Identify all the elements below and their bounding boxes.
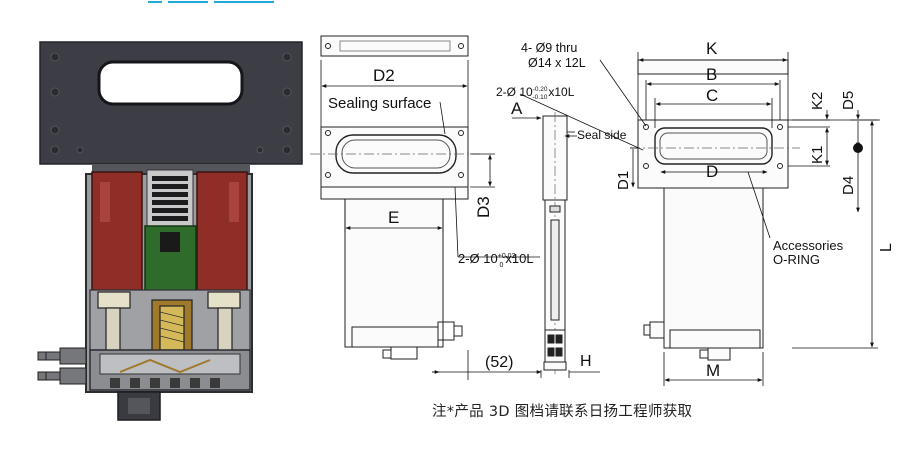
label-k: K: [706, 39, 718, 58]
front-view: [310, 35, 480, 360]
label-seal-side: Seal side: [577, 128, 627, 142]
label-k1: K1: [809, 146, 826, 164]
valve-cutaway: [37, 41, 303, 421]
side-view: [542, 112, 568, 375]
label-a: A: [511, 99, 523, 118]
label-d: D: [706, 162, 718, 181]
label-e: E: [388, 208, 399, 227]
label-d2: D2: [373, 66, 395, 85]
label-l: L: [878, 243, 895, 252]
label-oring: O-RING: [773, 252, 820, 267]
label-d5: D5: [840, 91, 857, 110]
right-view: [630, 59, 800, 361]
label-thru-line1: 4- Ø9 thru: [521, 41, 577, 55]
label-thru-line2: Ø14 x 12L: [528, 56, 586, 70]
label-d3: D3: [474, 196, 493, 218]
label-h: H: [580, 353, 592, 370]
label-d1: D1: [615, 171, 632, 190]
valve-port-window: [97, 60, 244, 106]
label-k2: K2: [809, 92, 826, 110]
right-actuator-housing: [196, 171, 248, 293]
label-c: C: [706, 86, 718, 105]
footnote: 注*产品 3D 图档请联系日扬工程师获取: [432, 404, 693, 420]
label-b: B: [706, 65, 717, 84]
right-port: [654, 127, 773, 165]
label-dim-52: (52): [485, 354, 513, 371]
label-m: M: [706, 361, 720, 380]
reference-dot: [853, 143, 863, 153]
label-sealing-surface: Sealing surface: [328, 95, 431, 112]
label-d4: D4: [840, 176, 857, 195]
label-hole-top: 2-Ø 10-0.20-0.10x10L: [496, 85, 575, 101]
label-accessories: Accessories: [773, 238, 844, 253]
left-actuator-housing: [91, 171, 143, 293]
